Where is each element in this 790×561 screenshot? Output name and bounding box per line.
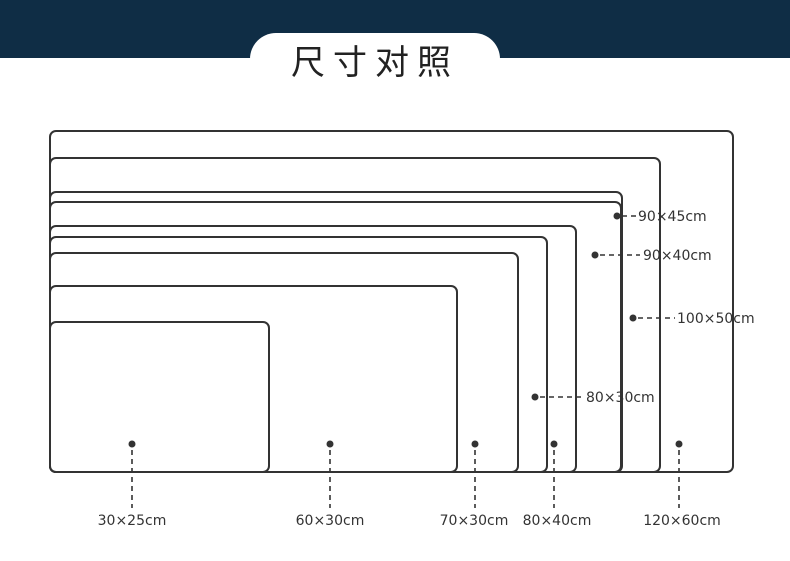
outline-30x25 <box>49 321 270 473</box>
marker-dot-80x30 <box>531 393 539 401</box>
size-label-100x50: 100×50cm <box>677 311 755 327</box>
title-tab: 尺寸对照 <box>250 33 500 87</box>
page-title: 尺寸对照 <box>291 42 459 83</box>
size-label-70x30: 70×30cm <box>440 513 509 529</box>
size-markers <box>128 212 683 508</box>
marker-dot-80x40 <box>550 440 558 448</box>
size-label-80x40: 80×40cm <box>523 513 592 529</box>
marker-dot-60x30 <box>326 440 334 448</box>
marker-dot-90x40 <box>591 251 599 259</box>
size-label-90x45: 90×45cm <box>638 209 707 225</box>
size-label-90x40: 90×40cm <box>643 248 712 264</box>
size-label-60x30: 60×30cm <box>296 513 365 529</box>
marker-dot-90x45 <box>613 212 621 220</box>
size-outlines <box>49 130 734 473</box>
marker-dot-120x60 <box>675 440 683 448</box>
size-label-80x30: 80×30cm <box>586 390 655 406</box>
size-label-30x25: 30×25cm <box>98 513 167 529</box>
size-labels: 30×25cm 60×30cm 70×30cm 80×40cm 120×60cm 90×4… <box>98 209 755 529</box>
marker-dot-70x30 <box>471 440 479 448</box>
size-label-120x60: 120×60cm <box>643 513 721 529</box>
marker-dot-100x50 <box>629 314 637 322</box>
marker-dot-30x25 <box>128 440 136 448</box>
